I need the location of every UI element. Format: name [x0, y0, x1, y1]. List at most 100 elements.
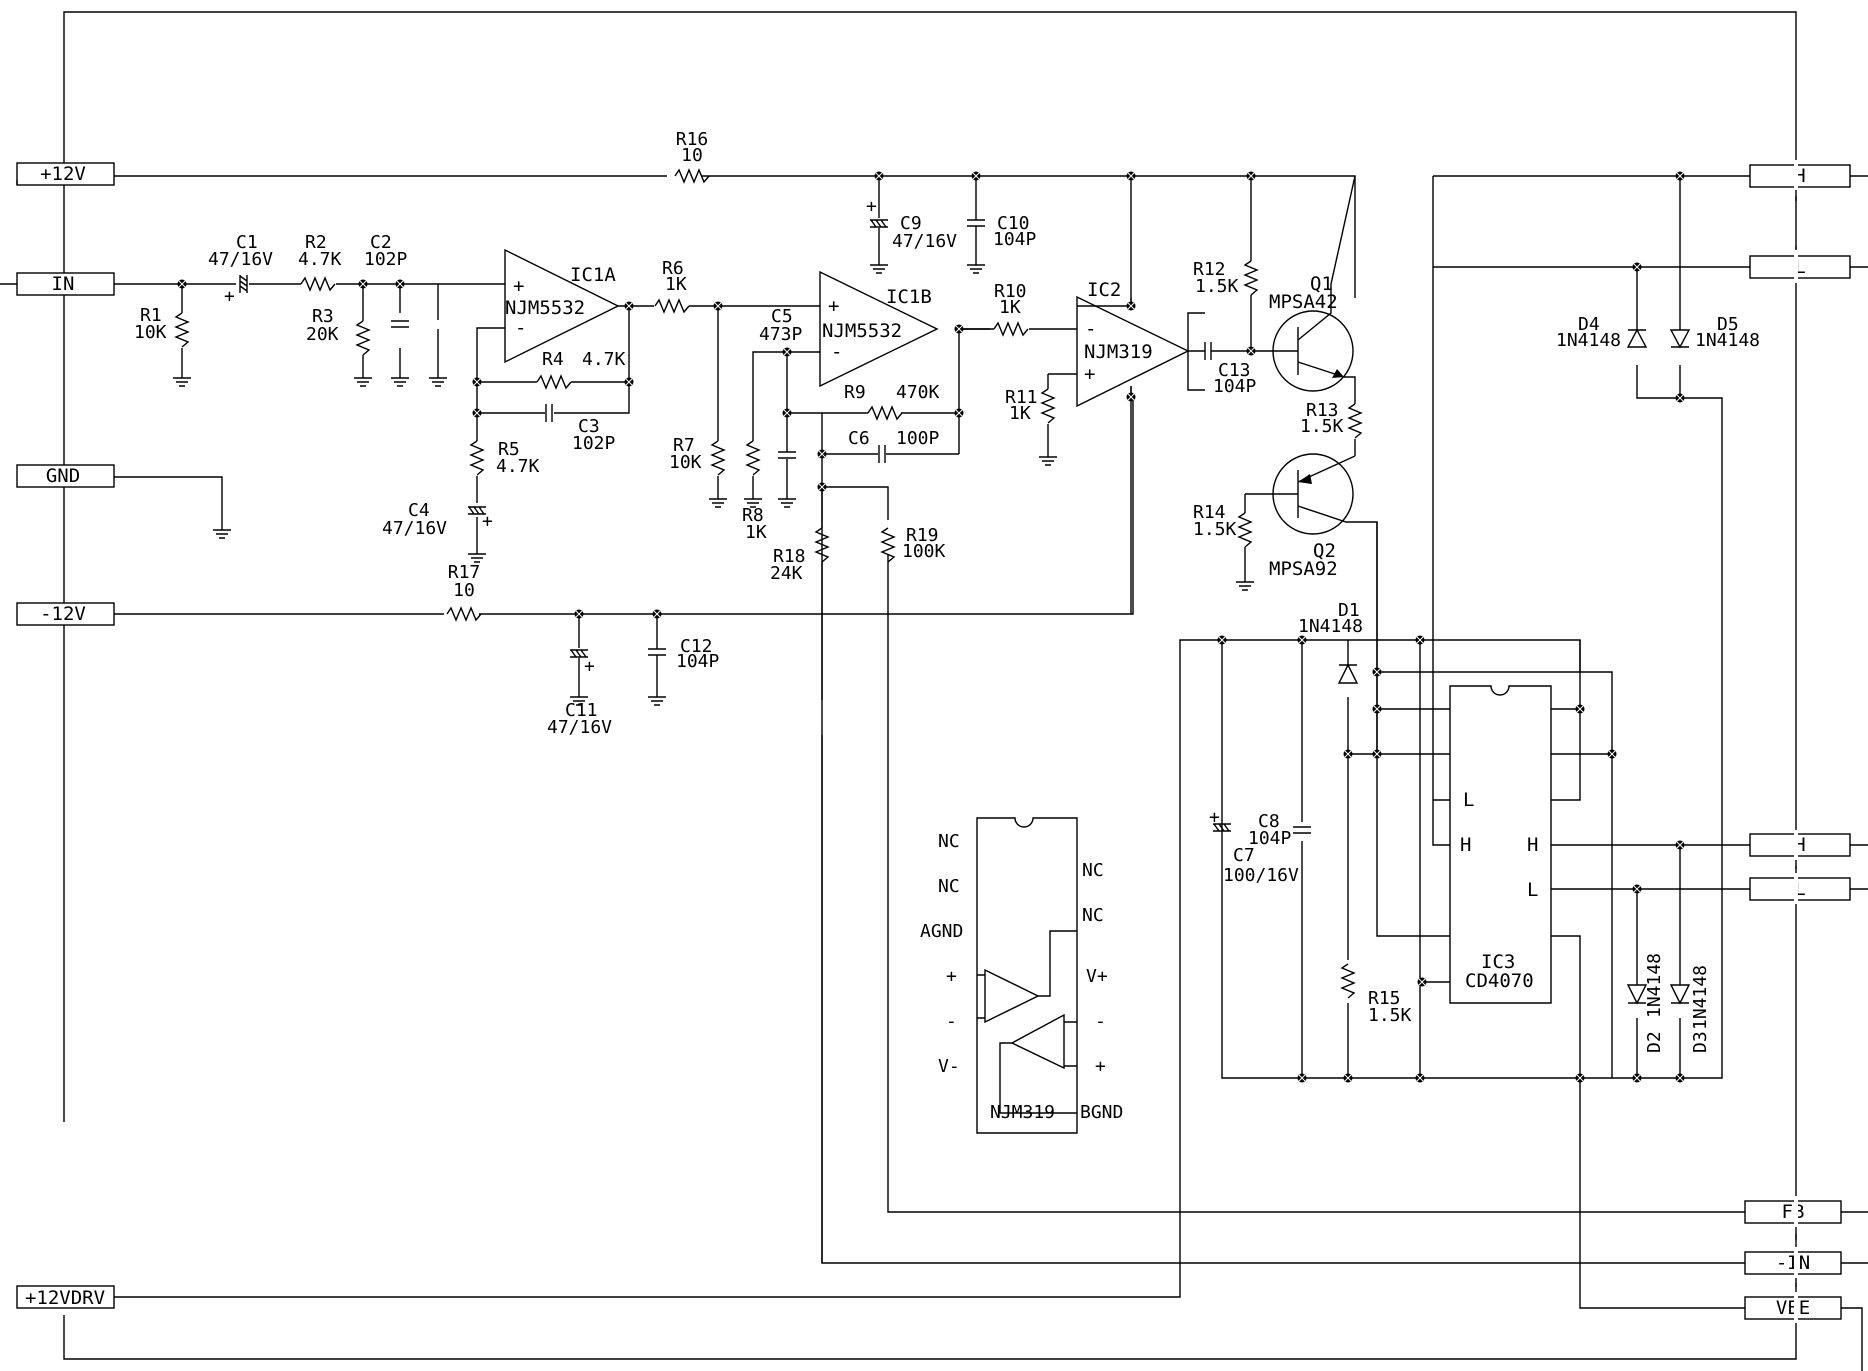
r17-resistor: R17 10	[446, 562, 482, 621]
ic1b-part: NJM5532	[822, 320, 902, 342]
pinout-left-1: NC	[938, 831, 960, 852]
r1-resistor: R1 10K	[134, 305, 189, 348]
port-l1-label: L	[1794, 256, 1805, 278]
q2-ref: Q2	[1313, 540, 1336, 562]
pinout-left-3: AGND	[920, 921, 963, 942]
r9-resistor: R9 470K	[844, 382, 940, 420]
pinout-right-5: +	[1095, 1056, 1106, 1077]
pinout-right-1: NC	[1082, 860, 1104, 881]
c3-value: 102P	[572, 433, 616, 454]
q1-transistor: Q1 MPSA42	[1251, 175, 1356, 392]
d4-diode: D4 1N4148	[1556, 314, 1648, 351]
r15-resistor: R15 1.5K	[1341, 963, 1412, 1026]
c9-ref: C9	[900, 213, 922, 234]
c3-ref: C3	[578, 416, 600, 437]
d3-diode: D3 1N4148	[1669, 965, 1711, 1053]
ic1b-ref: IC1B	[886, 286, 932, 308]
ic3-pin-h1: H	[1460, 834, 1471, 856]
pinout-right-3: V+	[1086, 966, 1108, 987]
c5-value: 473P	[759, 324, 803, 345]
r1-ref: R1	[140, 305, 162, 326]
c6-value: 100P	[896, 428, 940, 449]
r19-value: 100K	[902, 541, 946, 562]
ic1a-ref: IC1A	[570, 264, 616, 286]
r7-ref: R7	[673, 435, 695, 456]
port-vee: VEE	[1744, 1296, 1842, 1320]
c12-value: 104P	[676, 651, 720, 672]
ic2-output-pullup	[1187, 312, 1205, 391]
njm319-pinout: NC NC AGND + - V- NC NC V+ - + BGND NJM3…	[920, 817, 1123, 1134]
r3-resistor: R3 20K	[306, 284, 373, 387]
pinout-right-4: -	[1095, 1011, 1106, 1032]
port-in: IN	[16, 272, 115, 296]
ic3-ref: IC3	[1481, 951, 1515, 973]
c4-ref: C4	[408, 500, 430, 521]
r5-value: 4.7K	[496, 456, 540, 477]
r13-resistor: R13 1.5K	[1300, 400, 1362, 439]
c6-capacitor: C6 100P	[848, 428, 940, 464]
r13-ref: R13	[1306, 400, 1339, 421]
ic1a-plus-pin: +	[513, 275, 524, 297]
c5-capacitor: C5 473P	[759, 306, 803, 459]
c13-value: 104P	[1213, 376, 1257, 397]
port-gnd: GND	[16, 464, 115, 488]
r4-ref: R4	[542, 349, 564, 370]
c1-ref: C1	[236, 232, 258, 253]
d4-value: 1N4148	[1556, 330, 1621, 351]
port-in-label: IN	[52, 273, 75, 295]
ic1b-plus-pin: +	[828, 295, 839, 317]
port-vee-label: VEE	[1776, 1297, 1810, 1319]
ic1a-opamp: + - NJM5532 IC1A	[504, 248, 620, 364]
pinout-right-2: NC	[1082, 905, 1104, 926]
r16-value: 10	[681, 145, 703, 166]
c8-value: 104P	[1248, 828, 1292, 849]
ic2-minus-pin: -	[1085, 318, 1096, 340]
d3-value: 1N4148	[1690, 965, 1711, 1030]
pinout-part-name: NJM319	[990, 1102, 1055, 1123]
svg-text:+: +	[584, 656, 595, 677]
c2-value: 102P	[364, 249, 408, 270]
c2-capacitor: C2 102P	[364, 232, 410, 328]
r16-ref: R16	[676, 129, 709, 150]
r10-value: 1K	[999, 297, 1021, 318]
r18-value: 24K	[770, 563, 803, 584]
ic3-pin-l1: L	[1463, 789, 1474, 811]
c3-capacitor: C3 102P	[545, 403, 616, 454]
r13-value: 1.5K	[1300, 416, 1344, 437]
r10-resistor: R10 1K	[993, 281, 1029, 336]
pinout-left-6: V-	[938, 1056, 960, 1077]
ic1b-minus-pin: -	[831, 341, 842, 363]
c4-value: 47/16V	[382, 518, 447, 539]
c4-capacitor: + C4 47/16V	[382, 500, 493, 539]
port-h2: H	[1749, 833, 1851, 857]
q1-value: MPSA42	[1269, 291, 1338, 313]
c2-ref: C2	[370, 232, 392, 253]
c5-ref: C5	[771, 306, 793, 327]
r6-ref: R6	[662, 258, 684, 279]
r12-value: 1.5K	[1195, 276, 1239, 297]
r9-value: 470K	[896, 382, 940, 403]
r14-resistor: R14 1.5K	[1193, 494, 1255, 591]
d1-ref: D1	[1338, 600, 1360, 621]
q2-value: MPSA92	[1269, 558, 1338, 580]
ic2-wires	[959, 176, 1249, 614]
d5-diode: D5 1N4148	[1669, 314, 1760, 351]
c12-capacitor: C12 104P	[647, 614, 720, 706]
port-minus-12v: -12V	[16, 602, 115, 626]
port-h2-label: H	[1794, 834, 1805, 856]
ic1b-feedback-wires	[752, 328, 1745, 1264]
port-plus-12v-label: +12V	[40, 163, 86, 185]
ic2-comparator: - + NJM319 IC2	[1076, 279, 1190, 408]
r8-resistor: R8 1K	[742, 440, 767, 543]
pinout-comparator-a	[977, 930, 1077, 1024]
port-minus-in-label: -IN	[1776, 1252, 1810, 1274]
svg-text:+: +	[866, 196, 877, 217]
r1-value: 10K	[134, 322, 167, 343]
ic3-chip: L H H L IC3 CD4070	[1449, 685, 1552, 1004]
ic2-part: NJM319	[1084, 341, 1153, 363]
q1-ref: Q1	[1310, 273, 1333, 295]
c7-value: 100/16V	[1223, 865, 1299, 886]
c6-ref: C6	[848, 428, 870, 449]
c9-value: 47/16V	[892, 231, 957, 252]
